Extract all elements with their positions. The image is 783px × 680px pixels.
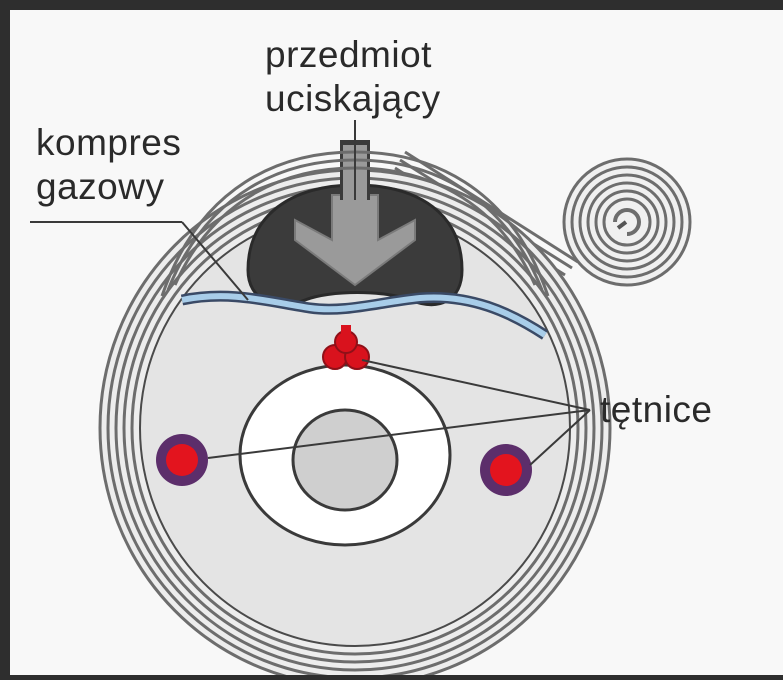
label-object-line1: przedmiot xyxy=(265,33,441,77)
label-compressing-object: przedmiot uciskający xyxy=(265,33,441,121)
label-arteries: tętnice xyxy=(600,388,713,432)
artery-right xyxy=(480,444,532,496)
bandage-roll xyxy=(564,159,690,285)
label-compress-line2: gazowy xyxy=(36,165,181,209)
label-compress-line1: kompres xyxy=(36,121,181,165)
bone-marrow xyxy=(293,410,397,510)
label-gauze-compress: kompres gazowy xyxy=(36,121,181,209)
label-object-line2: uciskający xyxy=(265,77,441,121)
artery-left xyxy=(156,434,208,486)
